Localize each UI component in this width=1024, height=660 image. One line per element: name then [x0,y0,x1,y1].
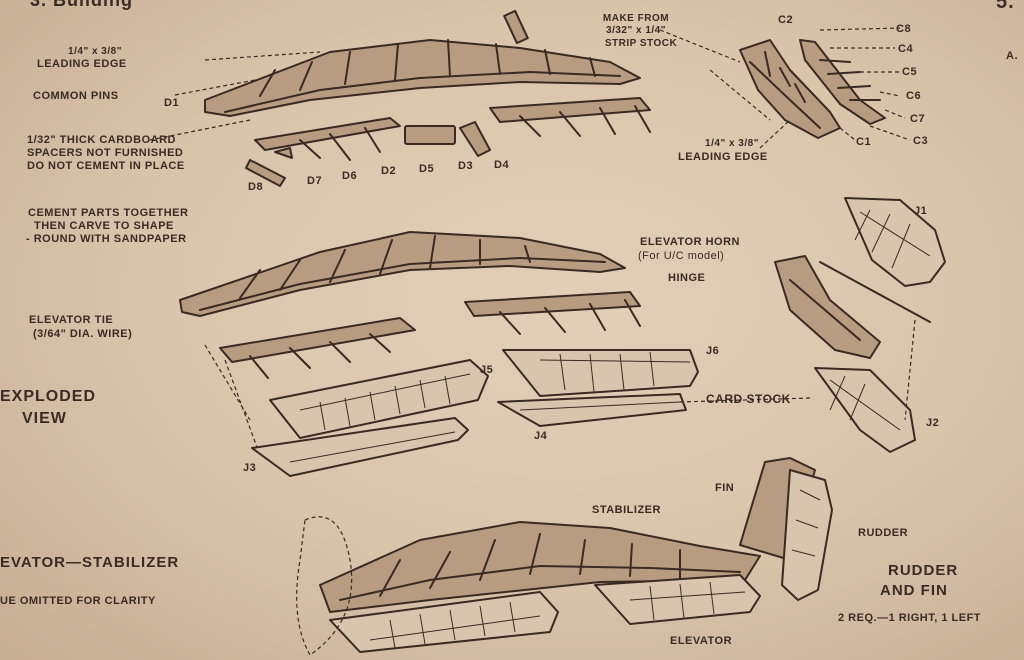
section-a-label: A. [1006,50,1018,62]
c2-label: C2 [778,14,794,26]
hinge-label: HINGE [668,272,706,284]
card-stock-label: CARD STOCK [706,392,791,406]
stabilizer-label: STABILIZER [592,504,661,516]
spacers-note-line1: 1/32" THICK CARDBOARD [27,134,176,146]
j2-label: J2 [926,417,940,429]
fin-label: FIN [715,482,735,494]
elevator-horn-label: ELEVATOR HORN [640,236,741,248]
c4-label: C4 [898,43,914,55]
spacers-note-line3: DO NOT CEMENT IN PLACE [27,160,185,172]
exploded-view-title-line1: EXPLODED [0,388,97,405]
elevator-card-parts [251,197,946,477]
stabilizer-frame-middle [179,231,626,317]
ribs-row-middle [204,291,641,451]
leading-edge-size-label: 1/4" x 3/8" [68,46,122,57]
d2-label: D2 [381,165,397,177]
spacers-note-line2: SPACERS NOT FURNISHED [27,147,184,159]
rudder-fin-quantity-note: 2 REQ.—1 RIGHT, 1 LEFT [838,612,982,624]
rudder-label: RUDDER [858,527,909,539]
tail-assembly [296,457,833,656]
c3-label: C3 [913,135,929,147]
c1-label: C1 [856,136,872,148]
exploded-view-title-line2: VIEW [22,410,67,427]
j6-label: J6 [706,345,720,357]
step-heading-left: 3. Building [30,0,133,10]
strip-stock-label: STRIP STOCK [604,38,678,49]
rudder-fin-title-line1: RUDDER [888,562,959,579]
rudder-frame-top [659,27,911,149]
strip-size-label: 3/32" x 1/4" [606,25,666,36]
section-subtitle: UE OMITTED FOR CLARITY [0,595,156,607]
j1-label: J1 [914,205,928,217]
cement-note-line3: - ROUND WITH SANDPAPER [26,233,187,245]
elevator-tie-label: ELEVATOR TIE [29,314,114,326]
rudder-fin-title-line2: AND FIN [880,582,948,599]
for-uc-model-label: (For U/C model) [638,250,725,262]
cement-note-line2: THEN CARVE TO SHAPE [34,220,174,232]
leading-edge2-size-label: 1/4" x 3/8" [705,138,759,149]
cement-note-line1: CEMENT PARTS TOGETHER [28,207,189,219]
common-pins-label: COMMON PINS [33,90,119,102]
d1-label: D1 [164,97,180,109]
d3-label: D3 [458,160,474,172]
c6-label: C6 [906,90,922,102]
j5-label: J5 [480,364,494,376]
d4-label: D4 [494,159,510,171]
d8-label: D8 [248,181,264,193]
leading-edge2-label: LEADING EDGE [678,151,768,163]
leading-edge-label: LEADING EDGE [37,58,127,70]
step-heading-right: 5. [996,0,1015,13]
make-from-label: MAKE FROM [602,13,670,24]
j3-label: J3 [243,462,257,474]
section-title: EVATOR—STABILIZER [0,554,180,571]
d5-label: D5 [419,163,435,175]
ribs-row-top [245,97,651,187]
elevator-label: ELEVATOR [670,635,733,647]
c5-label: C5 [902,66,918,78]
elevator-tie-wire-label: (3/64" DIA. WIRE) [33,328,133,340]
stabilizer-frame-top [149,9,641,141]
d6-label: D6 [342,170,358,182]
c7-label: C7 [910,113,926,125]
d7-label: D7 [307,175,323,187]
j4-label: J4 [534,430,548,442]
c8-label: C8 [896,23,912,35]
